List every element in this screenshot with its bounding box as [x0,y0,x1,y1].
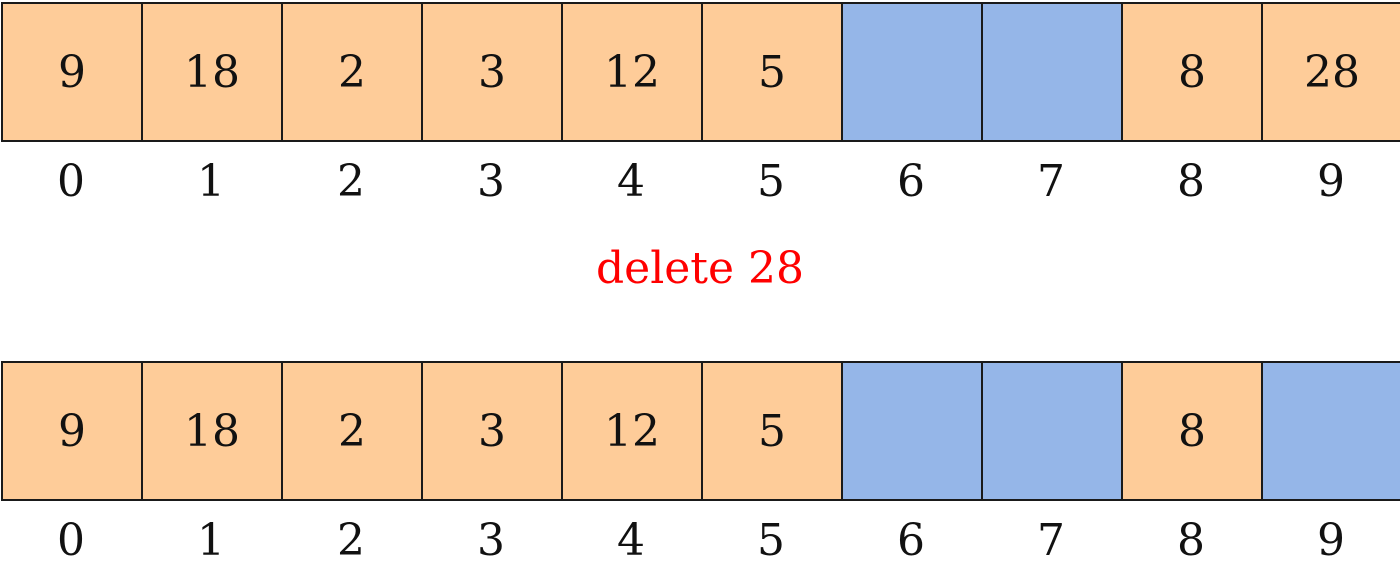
index-label: 1 [197,515,225,566]
index-label: 3 [477,156,505,207]
array-cell: 5 [701,361,843,501]
empty-slot [1261,361,1400,501]
operation-label: delete 28 [595,243,804,294]
index-label: 2 [337,515,365,566]
index-label: 5 [757,156,785,207]
array-cell: 18 [141,2,283,142]
array-cell: 18 [141,361,283,501]
index-label: 6 [897,515,925,566]
index-label: 1 [197,156,225,207]
array-cell: 12 [561,361,703,501]
array-cell: 3 [421,361,563,501]
index-label: 8 [1177,515,1205,566]
index-label: 4 [617,515,645,566]
index-label: 0 [57,156,85,207]
index-label: 0 [57,515,85,566]
index-label: 5 [757,515,785,566]
array-cell: 28 [1261,2,1400,142]
array-cell: 2 [281,361,423,501]
index-label: 7 [1037,156,1065,207]
array-cell: 9 [1,361,143,501]
index-label: 4 [617,156,645,207]
array-cell: 12 [561,2,703,142]
array-cell: 9 [1,2,143,142]
index-label: 2 [337,156,365,207]
index-label: 8 [1177,156,1205,207]
array-cell: 2 [281,2,423,142]
array-cell: 5 [701,2,843,142]
empty-slot [981,2,1123,142]
array-cell: 8 [1121,2,1263,142]
empty-slot [981,361,1123,501]
array-cell: 3 [421,2,563,142]
empty-slot [841,2,983,142]
index-label: 6 [897,156,925,207]
array-cell: 8 [1121,361,1263,501]
index-label: 9 [1317,515,1345,566]
index-label: 7 [1037,515,1065,566]
index-label: 3 [477,515,505,566]
index-label: 9 [1317,156,1345,207]
empty-slot [841,361,983,501]
